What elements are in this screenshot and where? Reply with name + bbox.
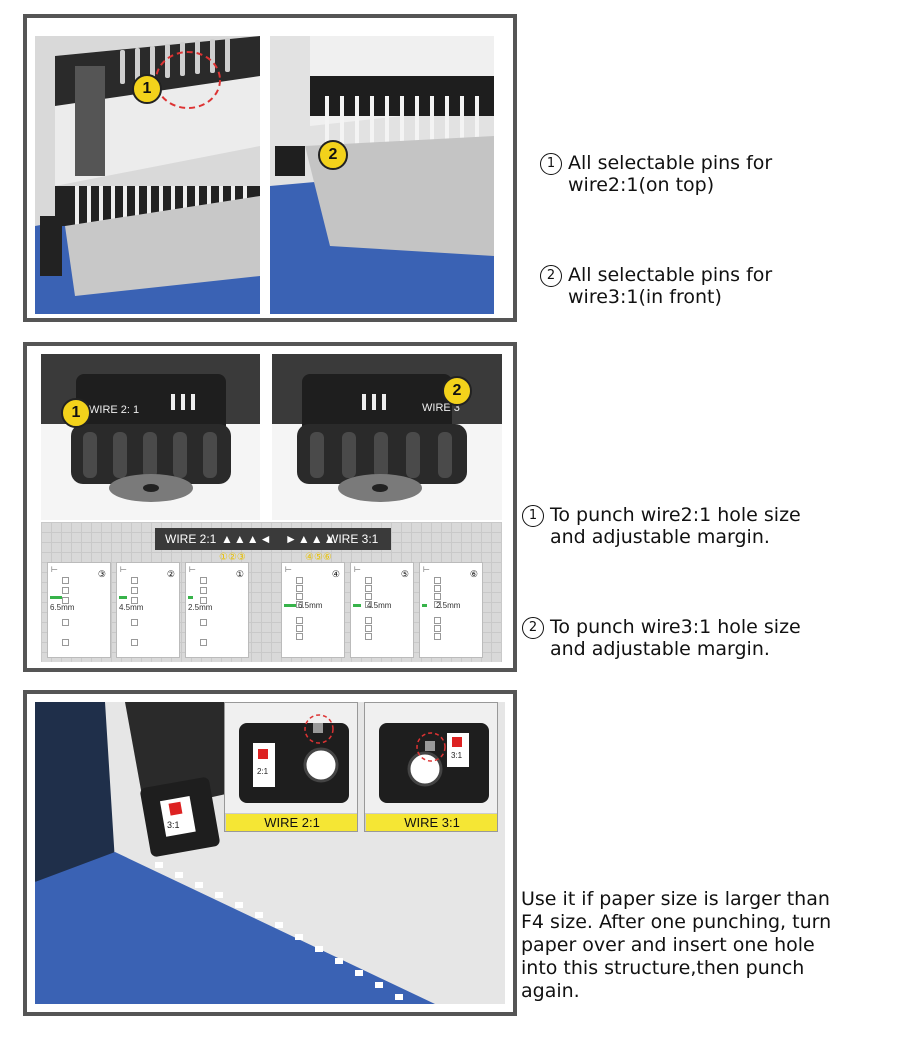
- marker-badge-2: 2: [318, 140, 348, 170]
- caption-line: again.: [521, 980, 580, 1002]
- caption-large-paper: Use it if paper size is larger than F4 s…: [521, 888, 831, 1003]
- strip-left-numbers: ①②③: [219, 552, 246, 563]
- inset-wire31-illustration: [365, 703, 497, 813]
- card-number: ③: [97, 569, 106, 579]
- strip-left-pins-icon: ▲▲▲◄: [221, 532, 273, 546]
- strip-left-label: WIRE 2:1: [165, 532, 217, 546]
- caption-line: and adjustable margin.: [550, 526, 770, 548]
- caption-line: into this structure,then punch: [521, 957, 805, 979]
- dial-wire31-text: WIRE 3: [422, 402, 460, 414]
- dial-wire21-text: WIRE 2: 1: [89, 404, 140, 416]
- inset-wire31-tag: 3:1: [451, 751, 463, 760]
- pins-photo-panel: 1 2: [23, 14, 517, 322]
- dial-photo-panel: WIRE 2: 1 1 WIRE 3 2 WIRE 2:1 ▲▲▲◄ ►▲▲▲ …: [23, 342, 517, 672]
- margin-indicator: [188, 596, 193, 599]
- circled-number-1: 1: [540, 153, 562, 175]
- pins-front-illustration: [270, 36, 494, 314]
- caption-line: To punch wire2:1 hole size: [550, 504, 801, 526]
- card-number: ②: [166, 569, 175, 579]
- caption-line: and adjustable margin.: [550, 638, 770, 660]
- dial-wire21-photo: WIRE 2: 1 1: [41, 354, 260, 520]
- card-number: ⑤: [400, 569, 409, 579]
- strip-right-label: WIRE 3:1: [327, 532, 379, 546]
- margin-indicator: [284, 604, 296, 607]
- card-number: ①: [235, 569, 244, 579]
- caption-line: Use it if paper size is larger than: [521, 888, 830, 910]
- dial-wire21-illustration: [41, 354, 260, 520]
- caption-line: All selectable pins for: [568, 152, 773, 174]
- guide-photo-panel: 3:1 2:1 WIRE 2:1 3:1 WIRE 3:1: [23, 690, 517, 1016]
- margin-indicator: [353, 604, 361, 607]
- inset-wire21-illustration: [225, 703, 357, 813]
- card-number: ⑥: [469, 569, 478, 579]
- dial-wire31-illustration: [272, 354, 502, 520]
- inset-wire31-photo: 3:1 WIRE 3:1: [364, 702, 498, 832]
- margin-card: ⊢ ① 2.5mm: [185, 562, 249, 658]
- caption-line: All selectable pins for: [568, 264, 773, 286]
- margin-indicator: [119, 596, 127, 599]
- margin-card: ⊢ ③ 6.5mm: [47, 562, 111, 658]
- caption-line: F4 size. After one punching, turn: [521, 911, 832, 933]
- pins-front-photo: 2: [270, 36, 494, 314]
- margin-value: 4.5mm: [119, 603, 144, 612]
- label-wire31: WIRE 3:1: [365, 813, 497, 831]
- dial-wire31-photo: WIRE 3 2: [272, 354, 502, 520]
- margin-value: 4.5mm: [367, 601, 392, 610]
- circled-number-1: 1: [522, 505, 544, 527]
- caption-line: wire3:1(in front): [568, 286, 722, 308]
- marker-badge-1: 1: [132, 74, 162, 104]
- marker-badge-1: 1: [61, 398, 91, 428]
- strip-right-pins-icon: ►▲▲▲: [285, 532, 337, 546]
- margin-card: ⊢ ④ 6.5mm: [281, 562, 345, 658]
- caption-line: wire2:1(on top): [568, 174, 715, 196]
- caption-line: To punch wire3:1 hole size: [550, 616, 801, 638]
- caption-line: paper over and insert one hole: [521, 934, 815, 956]
- margin-value: 6.5mm: [50, 603, 75, 612]
- circled-number-2: 2: [522, 617, 544, 639]
- pins-top-photo: 1: [35, 36, 260, 314]
- strip-right-numbers: ④⑤⑥: [305, 552, 332, 563]
- inset-wire21-tag: 2:1: [257, 767, 269, 776]
- inset-wire21-photo: 2:1 WIRE 2:1: [224, 702, 358, 832]
- wire-selector-strip: WIRE 2:1 ▲▲▲◄ ►▲▲▲ WIRE 3:1: [155, 528, 391, 550]
- label-wire21: WIRE 2:1: [225, 813, 357, 831]
- margin-card: ⊢ ⑥ 2.5mm: [419, 562, 483, 658]
- margin-value: 2.5mm: [436, 601, 461, 610]
- margin-indicator: [50, 596, 62, 599]
- circled-number-2: 2: [540, 265, 562, 287]
- margin-card: ⊢ ⑤ 4.5mm: [350, 562, 414, 658]
- settings-diagram: WIRE 2:1 ▲▲▲◄ ►▲▲▲ WIRE 3:1 ①②③ ④⑤⑥ ⊢ ③ …: [41, 522, 502, 662]
- margin-indicator: [422, 604, 427, 607]
- card-number: ④: [331, 569, 340, 579]
- marker-badge-2: 2: [442, 376, 472, 406]
- margin-value: 2.5mm: [188, 603, 213, 612]
- margin-card: ⊢ ② 4.5mm: [116, 562, 180, 658]
- guide-tag-text: 3:1: [167, 820, 180, 830]
- margin-value: 6.5mm: [298, 601, 323, 610]
